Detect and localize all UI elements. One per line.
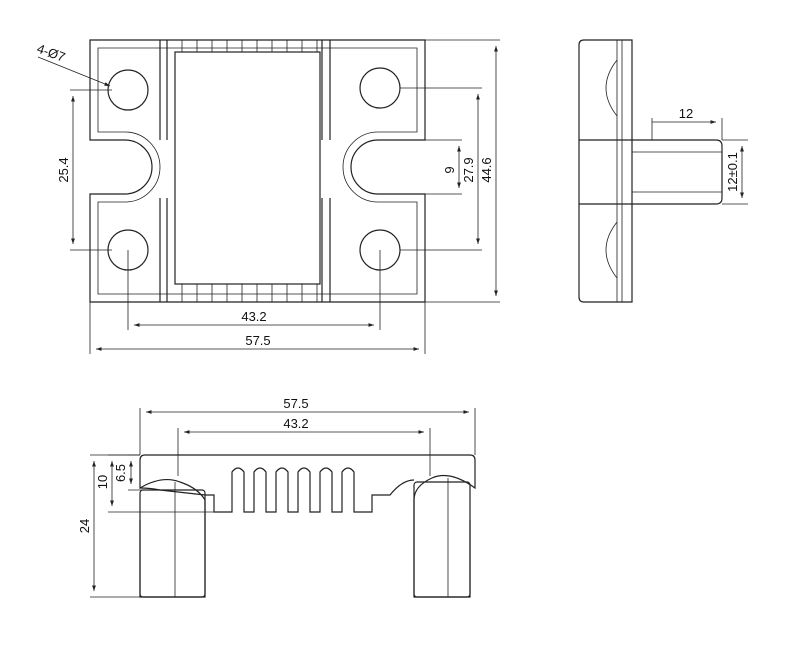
dim-hole-span-right: 27.9	[400, 87, 482, 251]
dim-hole-span-right-label: 27.9	[461, 157, 476, 182]
hole-note-label: 4-Ø7	[35, 41, 67, 65]
front-view: 57.5 43.2 6.5 10 24	[77, 396, 476, 598]
dim-hole-spacing-label: 43.2	[241, 309, 266, 324]
dim-front-overall-height: 24	[77, 454, 140, 598]
dim-overall-height: 44.6	[425, 39, 500, 303]
dim-hole-vertical: 25.4	[56, 89, 112, 251]
center-pocket	[174, 51, 321, 285]
dim-base-depth: 10	[95, 454, 214, 513]
dim-slot-width: 9	[420, 139, 462, 195]
top-view-outline	[89, 39, 426, 303]
dim-hole-vertical-label: 25.4	[56, 157, 71, 182]
dim-base-depth-label: 10	[95, 475, 110, 489]
side-view-hole-arc-top	[605, 59, 618, 117]
dim-front-hole-spacing: 43.2	[177, 416, 431, 476]
dim-overall-width-label: 57.5	[245, 333, 270, 348]
side-view-flange	[579, 139, 723, 205]
dim-flange-height-label: 12±0.1	[725, 152, 740, 192]
side-view-plate	[578, 39, 633, 303]
dim-front-overall-width-label: 57.5	[283, 396, 308, 411]
top-view: 4-Ø7 25.4 9 27.9 44.6	[35, 39, 500, 354]
dim-front-overall-height-label: 24	[77, 519, 92, 533]
front-view-leg-left	[139, 489, 206, 598]
dim-fin-depth-label: 6.5	[113, 464, 128, 482]
top-view-inner-outline	[97, 47, 418, 295]
dim-fin-depth: 6.5	[113, 454, 165, 491]
rib-lines	[159, 40, 331, 302]
dim-flange-length: 12	[651, 106, 723, 140]
dim-front-overall-width: 57.5	[139, 396, 476, 455]
mount-hole-top-right	[359, 67, 401, 109]
side-view-hole-arc-bottom	[605, 221, 618, 279]
dim-flange-height: 12±0.1	[722, 139, 748, 205]
dim-slot-width-label: 9	[442, 166, 457, 173]
dim-hole-spacing: 43.2	[127, 250, 381, 330]
dim-overall-height-label: 44.6	[479, 157, 494, 182]
front-view-fins	[139, 467, 415, 513]
fin-slot-lines	[181, 40, 318, 302]
dim-flange-length-label: 12	[679, 106, 693, 121]
hole-note: 4-Ø7	[35, 41, 111, 87]
dim-front-hole-spacing-label: 43.2	[283, 416, 308, 431]
dim-overall-width: 57.5	[89, 302, 426, 354]
front-view-outline	[139, 454, 476, 598]
mount-hole-top-left	[107, 69, 149, 111]
side-view: 12 12±0.1	[578, 39, 748, 303]
side-view-plate-inner	[616, 40, 623, 302]
front-view-leg-right	[413, 481, 471, 598]
